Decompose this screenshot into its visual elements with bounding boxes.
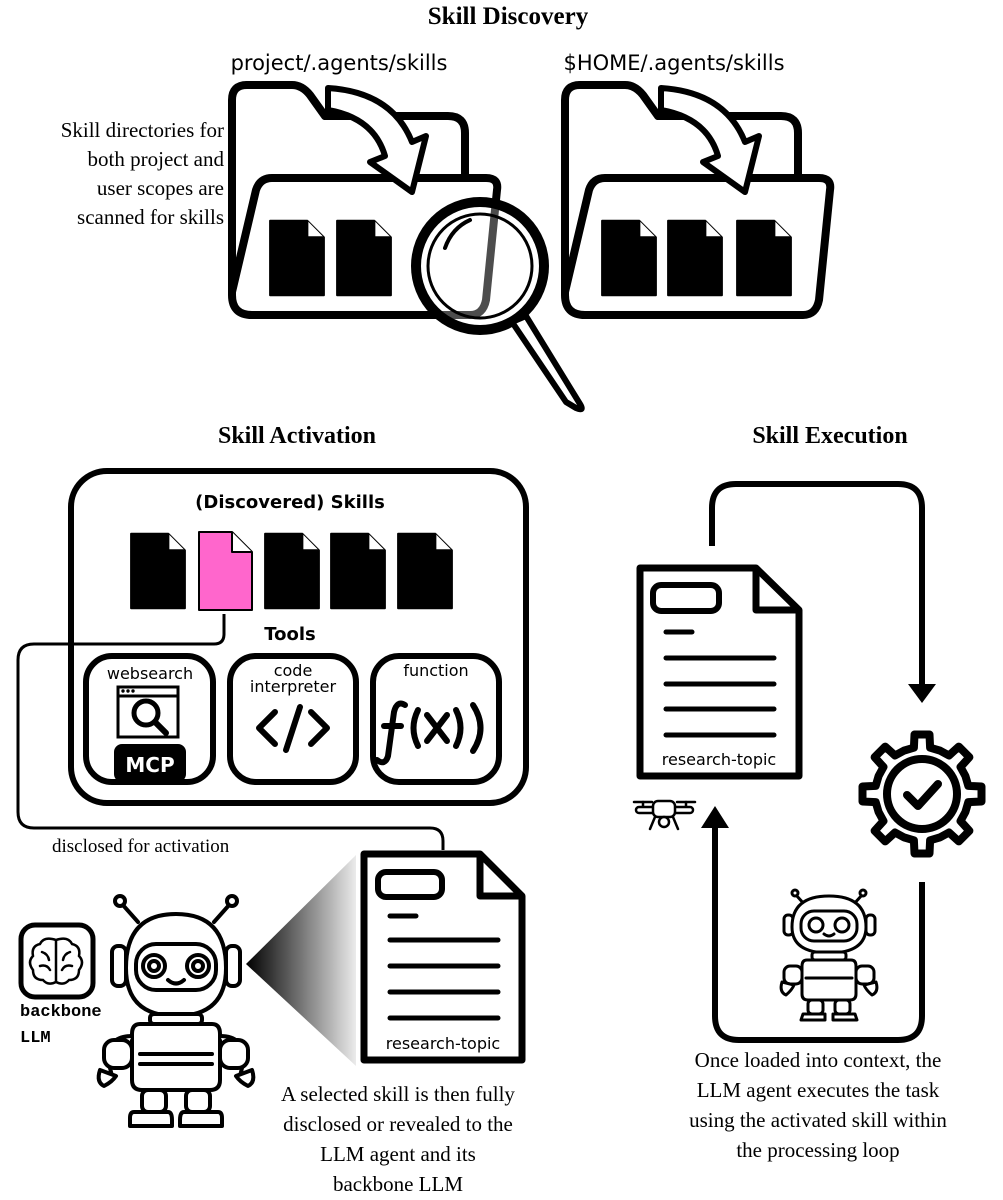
skill-activation-section: Skill Activation (Discovered) Skills Too… — [16, 423, 529, 1196]
execution-skill-document: research-topic — [636, 564, 803, 780]
execution-description: Once loaded into context, the LLM agent … — [689, 1048, 947, 1162]
execution-title: Skill Execution — [752, 423, 907, 449]
executing-robot-icon — [779, 888, 879, 1022]
backbone-llm: backbone LLM — [18, 922, 102, 1048]
code-label-line2: interpreter — [250, 677, 337, 696]
activation-description-line: disclosed or revealed to the — [283, 1112, 513, 1136]
execution-description-line: using the activated skill within — [689, 1108, 947, 1132]
activation-description-line: A selected skill is then fully — [281, 1082, 515, 1106]
execution-document-label: research-topic — [662, 750, 776, 769]
skill-file-icon — [330, 532, 386, 610]
loop-arrow-top — [709, 481, 925, 688]
home-skills-path: $HOME/.agents/skills — [563, 51, 784, 75]
folder-arrow-icon — [658, 85, 762, 195]
loop-arrowhead-up — [701, 806, 729, 828]
loop-arrow-bottom — [712, 824, 925, 1043]
discovery-title: Skill Discovery — [428, 3, 589, 30]
skill-execution-section: Skill Execution research-topic — [632, 423, 986, 1162]
browser-search-icon — [116, 685, 180, 739]
revealed-document-label: research-topic — [386, 1034, 500, 1053]
disclosure-connector — [16, 614, 445, 850]
backbone-label-line1: backbone — [20, 1003, 102, 1022]
code-label-line1: code — [274, 661, 313, 680]
discovery-description-line: scanned for skills — [77, 205, 224, 229]
function-tool: function — [370, 653, 502, 785]
function-label: function — [403, 661, 468, 680]
disclosed-label: disclosed for activation — [52, 836, 230, 857]
skills-heading: (Discovered) Skills — [195, 492, 385, 513]
code-icon — [256, 704, 330, 753]
magnifier-icon — [411, 197, 585, 413]
skill-discovery-section: Skill Discovery project/.agents/skills $… — [61, 3, 835, 413]
mcp-badge: MCP — [114, 744, 186, 782]
backbone-label-line2: LLM — [20, 1029, 51, 1048]
websearch-label: websearch — [107, 664, 193, 683]
mcp-label: MCP — [125, 753, 174, 777]
tools-heading: Tools — [264, 624, 316, 645]
discovery-description-line: Skill directories for — [61, 118, 224, 142]
selected-skill-file-icon — [198, 531, 253, 611]
gear-check-icon — [858, 730, 986, 858]
skill-file-icon — [264, 532, 320, 610]
discovery-description: Skill directories for both project and u… — [61, 118, 225, 229]
activation-description: A selected skill is then fully disclosed… — [281, 1082, 515, 1196]
folder-arrow-icon — [325, 85, 429, 195]
execution-description-line: Once loaded into context, the — [695, 1048, 942, 1072]
skill-file-icon — [397, 532, 453, 610]
skill-file-icon — [601, 219, 657, 297]
disclosure-beam — [246, 855, 356, 1066]
discovery-description-line: both project and — [88, 147, 225, 171]
project-skills-path: project/.agents/skills — [231, 51, 448, 75]
websearch-tool: websearch MCP — [83, 653, 216, 785]
activation-description-line: LLM agent and its — [320, 1142, 476, 1166]
skill-file-icon — [336, 219, 392, 297]
skill-file-icon — [130, 532, 186, 610]
drone-icon — [632, 799, 697, 831]
skill-file-icon — [269, 219, 325, 297]
brain-icon — [28, 937, 84, 985]
activation-title: Skill Activation — [218, 423, 376, 449]
llm-agent-robot-icon — [96, 894, 256, 1128]
execution-description-line: the processing loop — [736, 1138, 899, 1162]
loop-arrowhead-down — [908, 684, 936, 703]
activation-description-line: backbone LLM — [333, 1172, 463, 1196]
revealed-skill-document: research-topic — [360, 850, 526, 1064]
function-icon — [374, 700, 484, 766]
skill-file-icon — [736, 219, 792, 297]
skill-file-icon — [667, 219, 723, 297]
code-interpreter-tool: code interpreter — [227, 653, 359, 785]
discovery-description-line: user scopes are — [97, 176, 224, 200]
execution-description-line: LLM agent executes the task — [697, 1078, 940, 1102]
